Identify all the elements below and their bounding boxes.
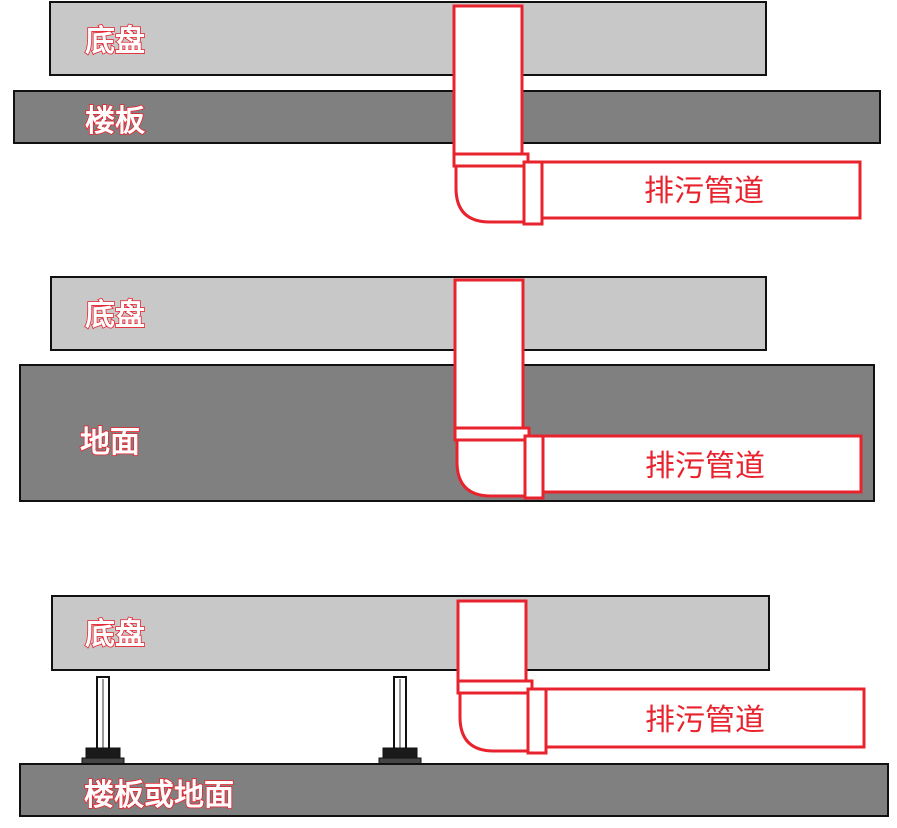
drain-pipe-label: 排污管道 [644, 174, 764, 209]
pipe-joint [522, 160, 544, 226]
pipe-joint [526, 687, 548, 755]
pipe-elbow [458, 691, 530, 753]
support-leg-left [81, 676, 125, 765]
floor-slab [13, 90, 881, 144]
drain-pipe-assembly [456, 599, 866, 755]
vertical-pipe [452, 4, 524, 158]
vertical-pipe [456, 599, 528, 685]
drain-pipe-label: 排污管道 [645, 449, 765, 484]
floor-slab-label: 楼板 [85, 104, 145, 139]
panel-chassis-on-legs: 底盘 楼板或地面 排污管道 [19, 595, 889, 817]
chassis-slab [49, 1, 767, 76]
drain-pipe-assembly [452, 4, 862, 226]
support-leg-right [378, 676, 422, 765]
drain-pipe-label: 排污管道 [645, 703, 765, 738]
floor-or-ground-slab [19, 763, 889, 817]
pipe-collar [453, 426, 531, 442]
chassis-slab [50, 276, 767, 351]
drain-pipe-assembly [453, 278, 863, 500]
horizontal-drain-pipe [540, 160, 862, 220]
chassis-slab [51, 595, 770, 671]
chassis-label: 底盘 [85, 617, 145, 652]
panel-chassis-on-floor-slab: 底盘 楼板 排污管道 [13, 1, 881, 226]
pipe-elbow [454, 164, 526, 224]
chassis-label: 底盘 [85, 298, 145, 333]
panel-chassis-on-ground: 底盘 地面 排污管道 [19, 276, 875, 502]
pipe-elbow [455, 438, 527, 498]
ground-label: 地面 [80, 425, 140, 460]
pipe-collar [452, 152, 530, 168]
vertical-pipe [453, 278, 525, 432]
horizontal-drain-pipe [544, 687, 866, 749]
pipe-collar [456, 679, 534, 695]
pipe-joint [523, 434, 545, 500]
floor-or-ground-label: 楼板或地面 [84, 778, 234, 813]
chassis-label: 底盘 [85, 24, 145, 59]
horizontal-drain-pipe [541, 434, 863, 494]
